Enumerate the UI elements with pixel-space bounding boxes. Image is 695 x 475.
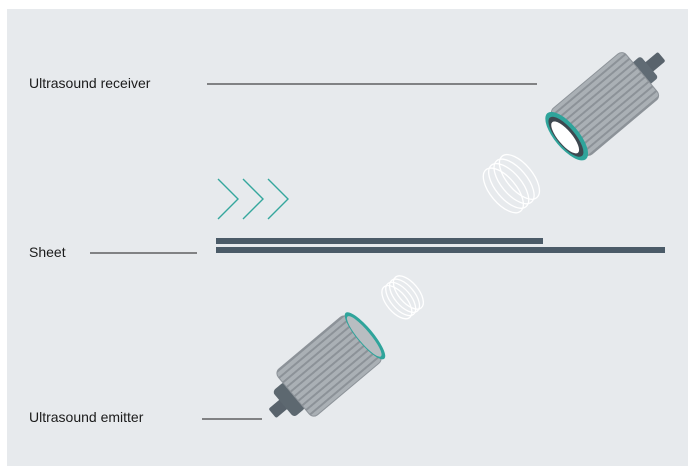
- motion-chevrons: [217, 178, 289, 220]
- chevron-right-icon: [242, 178, 264, 220]
- emitter-sound-waves: [381, 275, 424, 320]
- ultrasonic-sensor-icon: [269, 312, 386, 418]
- diagram-panel: Ultrasound receiver Sheet Ultrasound emi…: [7, 9, 688, 466]
- lower-sheet: [216, 247, 665, 253]
- sheet-label: Sheet: [29, 244, 66, 260]
- receiver-sound-waves: [482, 153, 541, 214]
- receiver-label: Ultrasound receiver: [29, 75, 151, 91]
- chevron-right-icon: [217, 178, 239, 220]
- ultrasonic-sensor-icon: [545, 52, 665, 161]
- upper-sheet: [216, 238, 543, 244]
- emitter-label: Ultrasound emitter: [29, 409, 144, 425]
- sheet-detection-diagram: [90, 52, 665, 420]
- chevron-right-icon: [267, 178, 289, 220]
